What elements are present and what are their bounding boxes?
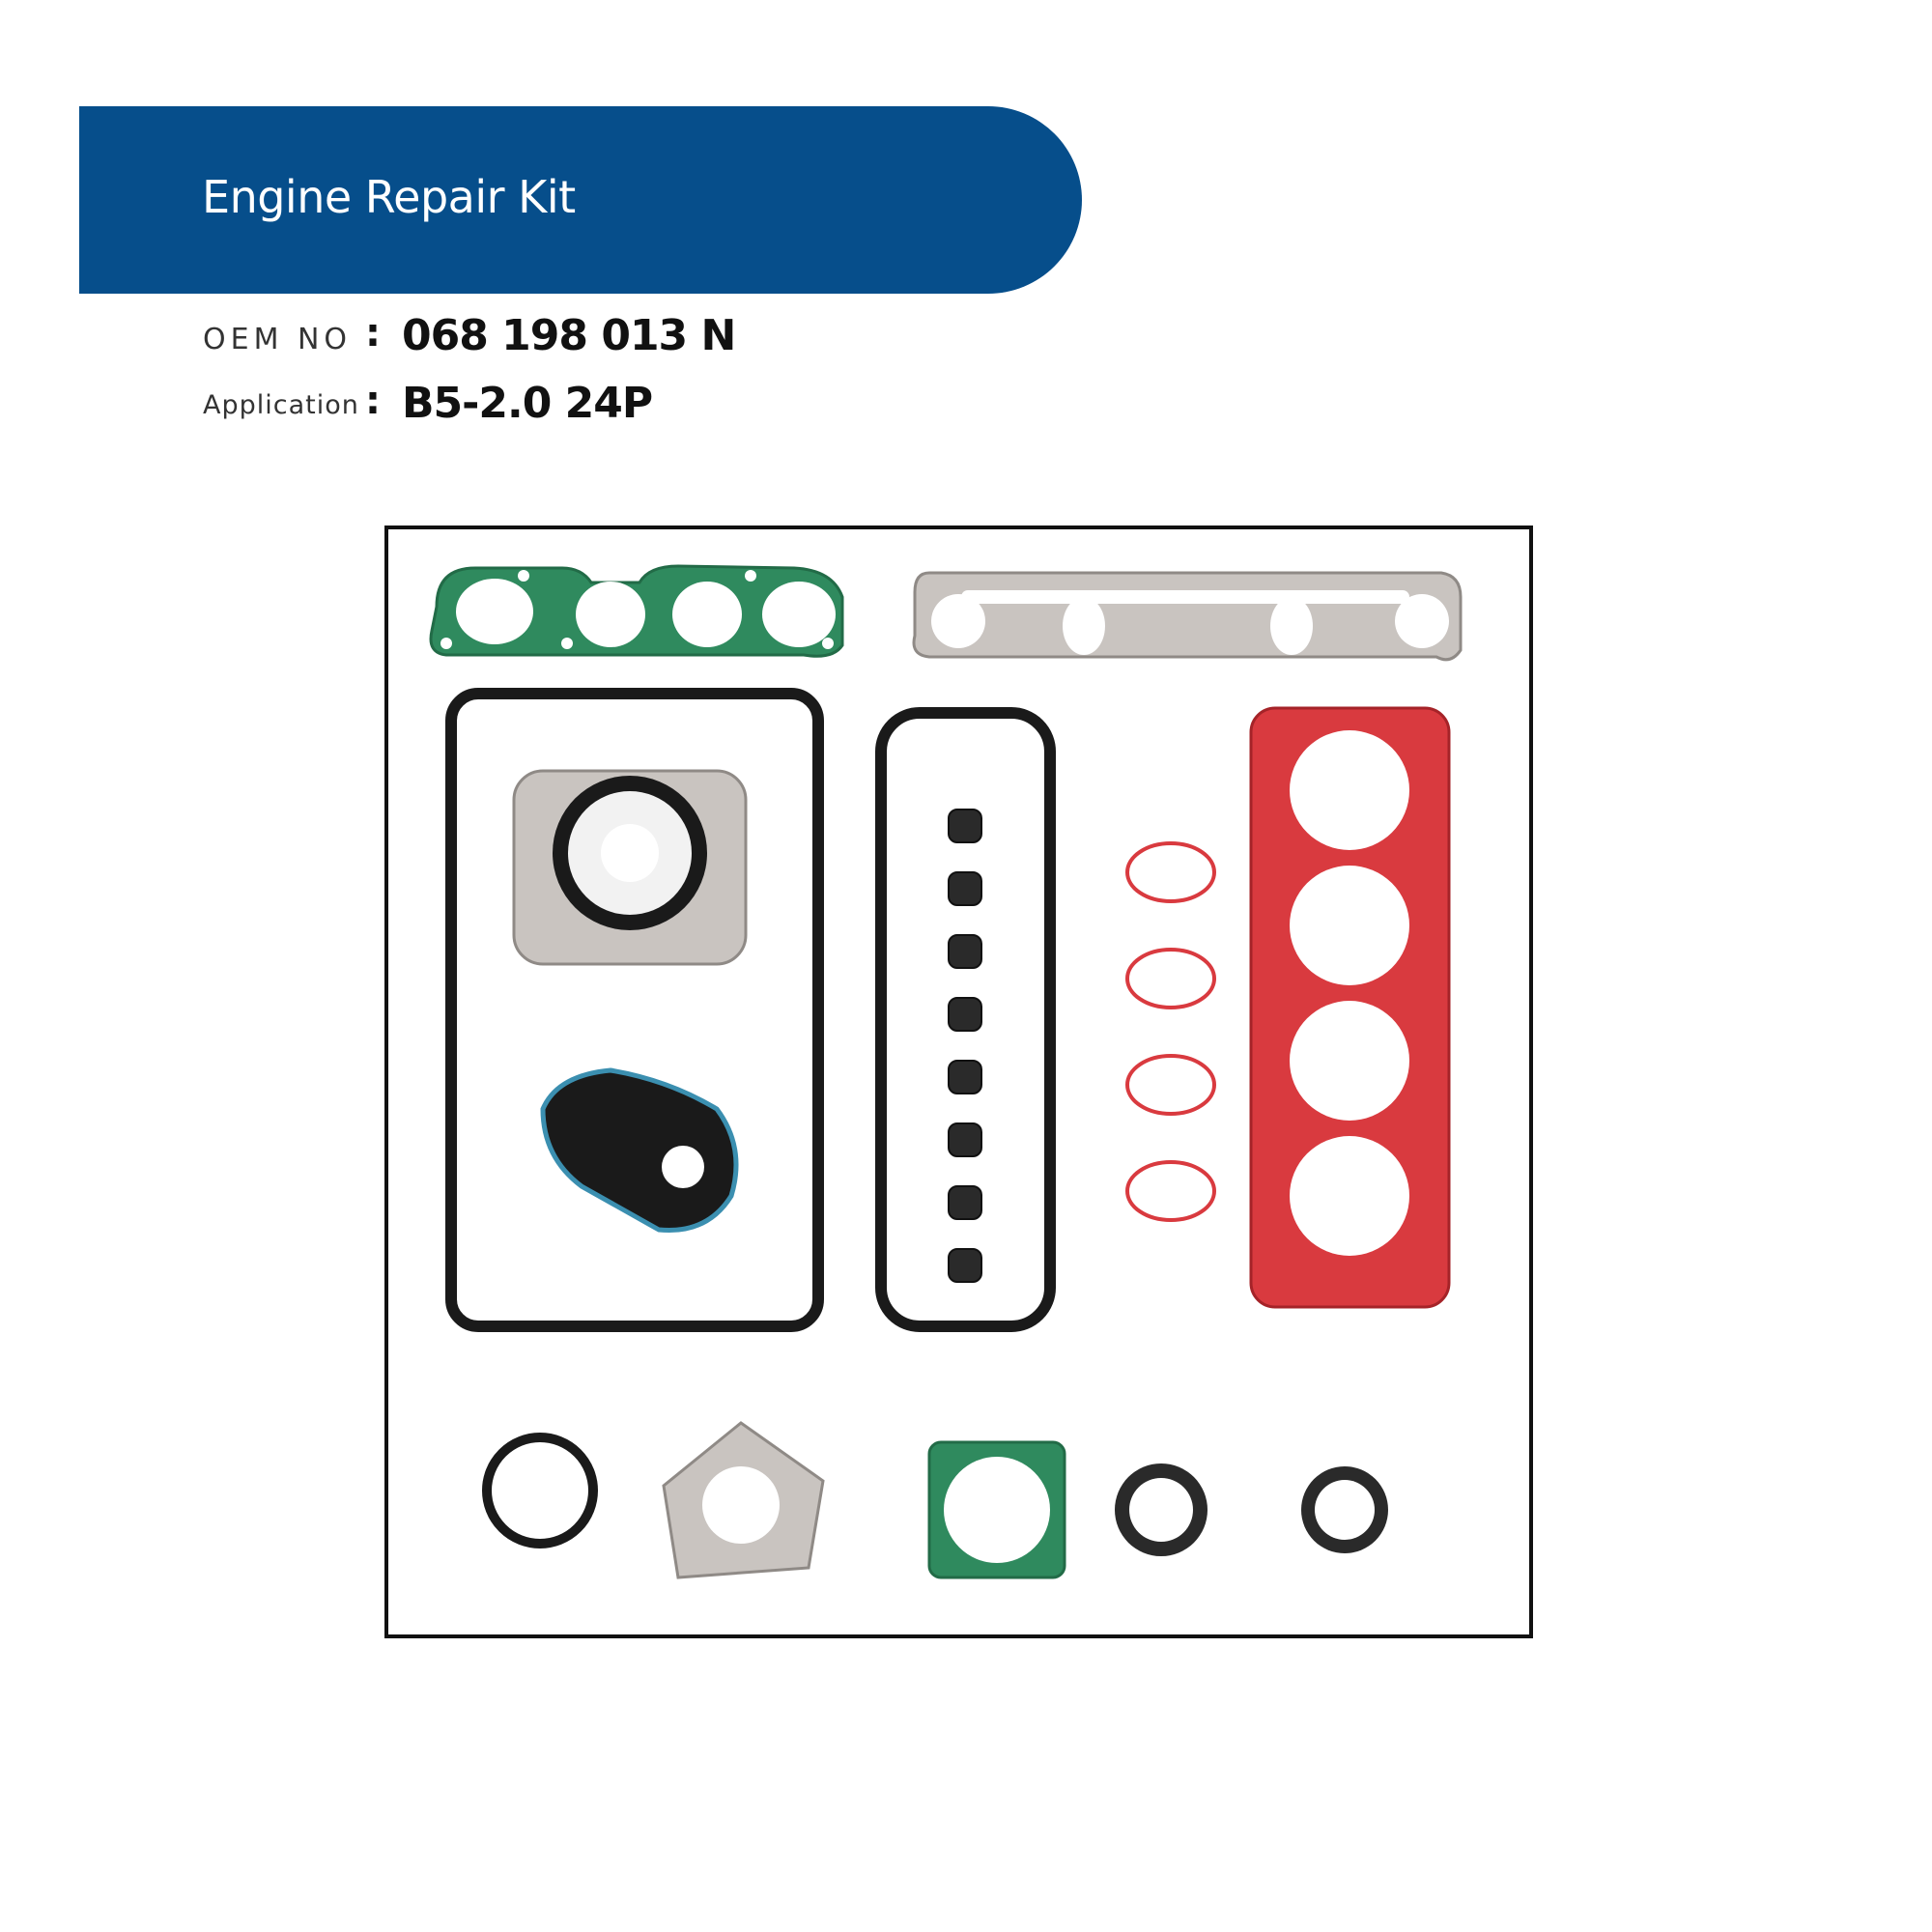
valve-cover-gasket — [875, 707, 1056, 1332]
oem-number: 068 198 013 N — [402, 311, 736, 360]
crankshaft-seal — [1115, 1463, 1208, 1556]
valve-stem-seals — [948, 809, 982, 1283]
gasket-kit-illustration — [429, 564, 1463, 1579]
thermostat-o-ring — [482, 1433, 598, 1548]
cylinder-head-gasket — [1249, 706, 1451, 1309]
oil-pan-gasket — [445, 688, 824, 1332]
throttle-body-gasket — [927, 1440, 1066, 1579]
application-value: B5-2.0 24P — [402, 379, 653, 428]
egr-gasket — [662, 1421, 825, 1579]
product-title: Engine Repair Kit — [202, 171, 576, 223]
exhaust-manifold-gasket — [912, 571, 1463, 662]
rear-main-seal — [512, 769, 748, 966]
title-banner: Engine Repair Kit — [79, 106, 1082, 294]
spec-colon: : — [365, 379, 381, 423]
product-image-frame — [384, 526, 1533, 1638]
intake-manifold-gasket — [429, 564, 844, 658]
application-label: Application — [203, 390, 359, 420]
spec-colon: : — [365, 311, 381, 355]
camshaft-seal — [1301, 1466, 1388, 1553]
oem-label: OEM NO — [203, 323, 353, 356]
water-pump-gasket — [540, 1067, 739, 1234]
red-o-rings — [1125, 841, 1216, 1222]
